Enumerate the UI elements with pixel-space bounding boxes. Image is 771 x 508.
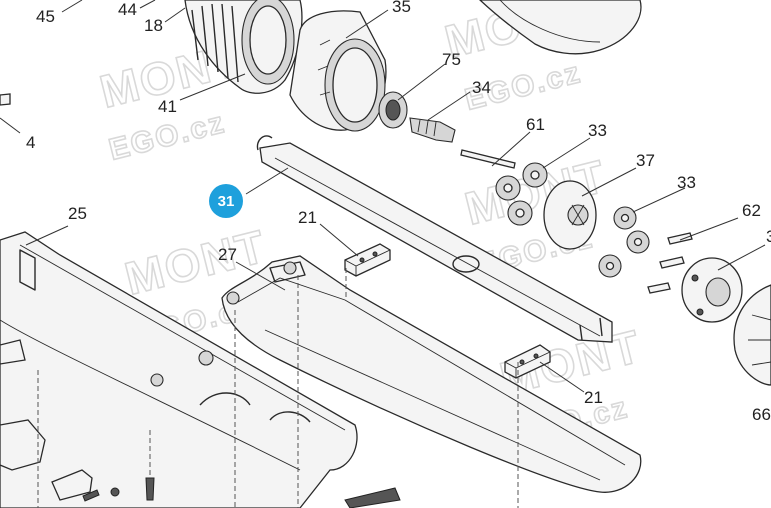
carrier-part-37 [543,180,597,250]
planet-gears-part-33b [598,206,650,278]
label-21b: 21 [584,388,603,407]
label-33b: 33 [677,173,696,192]
label-44: 44 [118,0,137,19]
block-part-21-upper [344,243,391,277]
label-75: 75 [442,50,461,69]
leader-lines [0,0,766,393]
block-part-21-lower [504,344,551,379]
label-66: 66 [752,405,771,424]
housing-part-27 [221,255,642,493]
highlight-badge-circle [209,184,243,218]
label-62: 62 [742,201,761,220]
label-61: 61 [526,115,545,134]
label-33a: 33 [588,121,607,140]
drum-part-35 [289,10,387,132]
wheel-part-66 [733,284,771,386]
label-3: 3 [766,227,771,246]
planet-gears-part-33a [495,162,548,226]
alignment-lines [37,268,519,508]
highlight-badge-31: 31 [209,184,243,218]
rail-part-31 [256,135,613,343]
label-18: 18 [144,16,163,35]
pins-part-62 [647,232,693,294]
housing-part-25 [0,231,358,508]
highlight-badge-label: 31 [218,193,235,210]
label-35: 35 [392,0,411,16]
shaft-part-34 [409,117,456,143]
small-parts-bottom [0,93,401,508]
o-ring-part [452,255,480,273]
label-34: 34 [472,78,491,97]
pin-part-61 [460,149,516,169]
label-45: 45 [36,7,55,26]
part-labels: 45 44 18 35 75 41 34 4 61 33 37 33 62 3 … [26,0,771,424]
bearing-part-75 [378,91,408,129]
label-27: 27 [218,245,237,264]
label-25: 25 [68,204,87,223]
label-37: 37 [636,151,655,170]
flange-part-3 [681,257,743,323]
label-41: 41 [158,97,177,116]
label-21a: 21 [298,208,317,227]
top-cover-part [479,0,642,55]
label-4: 4 [26,133,35,152]
